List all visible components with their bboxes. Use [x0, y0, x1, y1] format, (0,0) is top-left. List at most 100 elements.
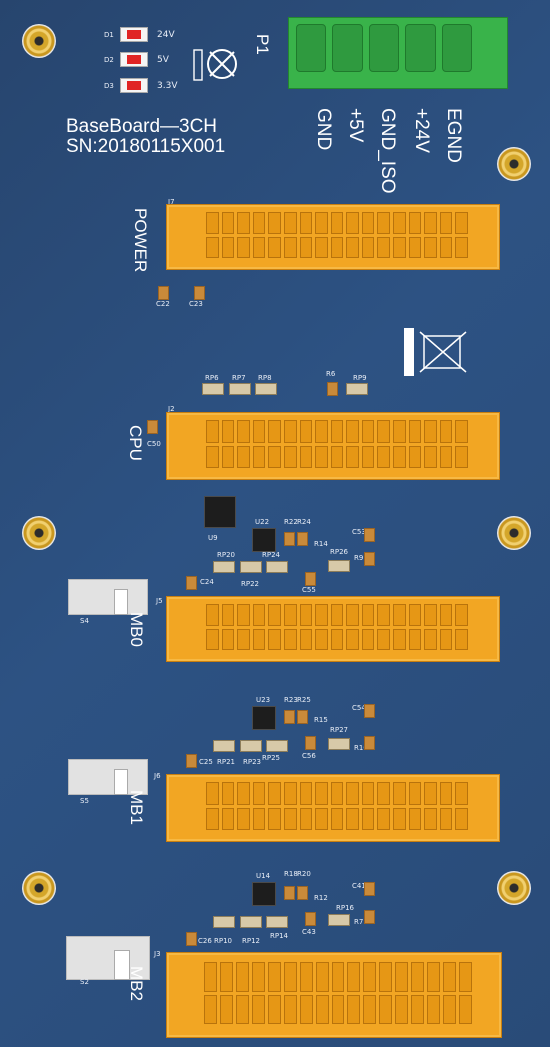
connector-pin — [377, 604, 391, 626]
connector-pin — [221, 236, 235, 258]
connector-pin — [206, 445, 219, 468]
connector-ref: J2 — [168, 405, 175, 413]
connector-pin — [361, 236, 375, 258]
resistor-ref: RP12 — [242, 937, 260, 945]
connector-pin — [377, 236, 391, 258]
connector-pin — [283, 782, 297, 805]
connector-pin — [439, 807, 453, 830]
resistor-pack-icon — [213, 916, 235, 928]
connector-pin — [206, 604, 219, 626]
resistor-icon — [284, 886, 295, 900]
resistor-icon — [364, 910, 375, 924]
connector-label: MB1 — [127, 790, 146, 825]
connector-label: MB0 — [127, 612, 146, 647]
mounting-hole-icon — [497, 147, 531, 181]
resistor-ref: RP8 — [258, 374, 272, 382]
connector-pin — [439, 604, 453, 626]
dip-switch[interactable] — [68, 759, 148, 795]
capacitor-icon — [186, 576, 197, 590]
connector-ref: J7 — [168, 198, 175, 206]
resistor-ref: R22 — [284, 518, 298, 526]
resistor-pack-icon — [202, 383, 224, 395]
terminal-screws — [296, 24, 473, 72]
connector-pin — [393, 604, 406, 626]
connector-pin — [346, 628, 359, 650]
connector-pin — [283, 628, 297, 650]
connector-pin — [408, 420, 422, 443]
resistor-ref: RP6 — [205, 374, 219, 382]
resistor-pack-icon — [266, 916, 288, 928]
resistor-ref: RP24 — [262, 551, 280, 559]
connector-pin — [459, 994, 472, 1024]
connector-pin — [346, 236, 359, 258]
logo-icon — [193, 49, 237, 81]
connector-pin — [315, 212, 328, 234]
connector-pin — [377, 420, 391, 443]
connector-pin — [221, 782, 235, 805]
screw-icon — [296, 24, 327, 72]
connector-pin — [221, 420, 235, 443]
resistor-pack-icon — [213, 740, 235, 752]
connector-pin — [299, 807, 313, 830]
mounting-hole-icon — [22, 871, 56, 905]
connector-ref: J6 — [154, 772, 161, 780]
connector-pin — [237, 807, 250, 830]
terminal-pin-label: EGND — [443, 108, 464, 163]
connector-pin — [443, 962, 457, 992]
terminal-pin-label: +5V — [345, 108, 366, 143]
resistor-pack-icon — [255, 383, 277, 395]
connector-pin — [408, 782, 422, 805]
connector-pin — [252, 807, 266, 830]
connector-pin — [204, 994, 217, 1024]
recycle-bin-icon — [404, 328, 467, 376]
connector-pin — [252, 420, 266, 443]
resistor-ref: RP25 — [262, 754, 280, 762]
connector-pin — [455, 420, 468, 443]
connector-pin — [393, 445, 406, 468]
connector-pin — [459, 962, 472, 992]
resistor-pack-icon — [229, 383, 251, 395]
board-serial: SN:20180115X001 — [66, 136, 226, 157]
connector-pin — [439, 420, 453, 443]
connector-pin — [237, 212, 250, 234]
connector-pin — [252, 604, 266, 626]
resistor-ref: RP27 — [330, 726, 348, 734]
connector-pin — [237, 782, 250, 805]
connector-pin — [206, 212, 219, 234]
capacitor-icon — [186, 754, 197, 768]
connector-pin — [206, 236, 219, 258]
capacitor-icon — [158, 286, 169, 300]
connector-pin — [439, 445, 453, 468]
resistor-ref: R24 — [297, 518, 311, 526]
dip-switch[interactable] — [66, 936, 150, 980]
connector-pin — [221, 628, 235, 650]
mb2-pin-grid — [204, 962, 472, 1024]
resistor-ref: RP21 — [217, 758, 235, 766]
connector-pin — [455, 782, 468, 805]
resistor-icon — [327, 382, 338, 396]
connector-pin — [299, 604, 313, 626]
connector-pin — [268, 604, 281, 626]
resistor-ref: RP20 — [217, 551, 235, 559]
connector-pin — [252, 782, 266, 805]
resistor-icon — [284, 710, 295, 724]
connector-pin — [299, 236, 313, 258]
connector-pin — [221, 807, 235, 830]
capacitor-icon — [305, 912, 316, 926]
capacitor-icon — [364, 704, 375, 718]
connector-pin — [283, 236, 297, 258]
connector-pin — [424, 236, 437, 258]
connector-pin — [424, 807, 437, 830]
resistor-pack-icon — [240, 916, 262, 928]
dip-switch[interactable] — [68, 579, 148, 615]
connector-pin — [377, 628, 391, 650]
connector-pin — [408, 604, 422, 626]
chip-ref: U14 — [256, 872, 271, 880]
chip-ref: U22 — [255, 518, 270, 526]
connector-pin — [221, 445, 235, 468]
connector-pin — [424, 782, 437, 805]
connector-pin — [204, 962, 217, 992]
cap-ref: C54 — [352, 704, 366, 712]
connector-pin — [299, 212, 313, 234]
